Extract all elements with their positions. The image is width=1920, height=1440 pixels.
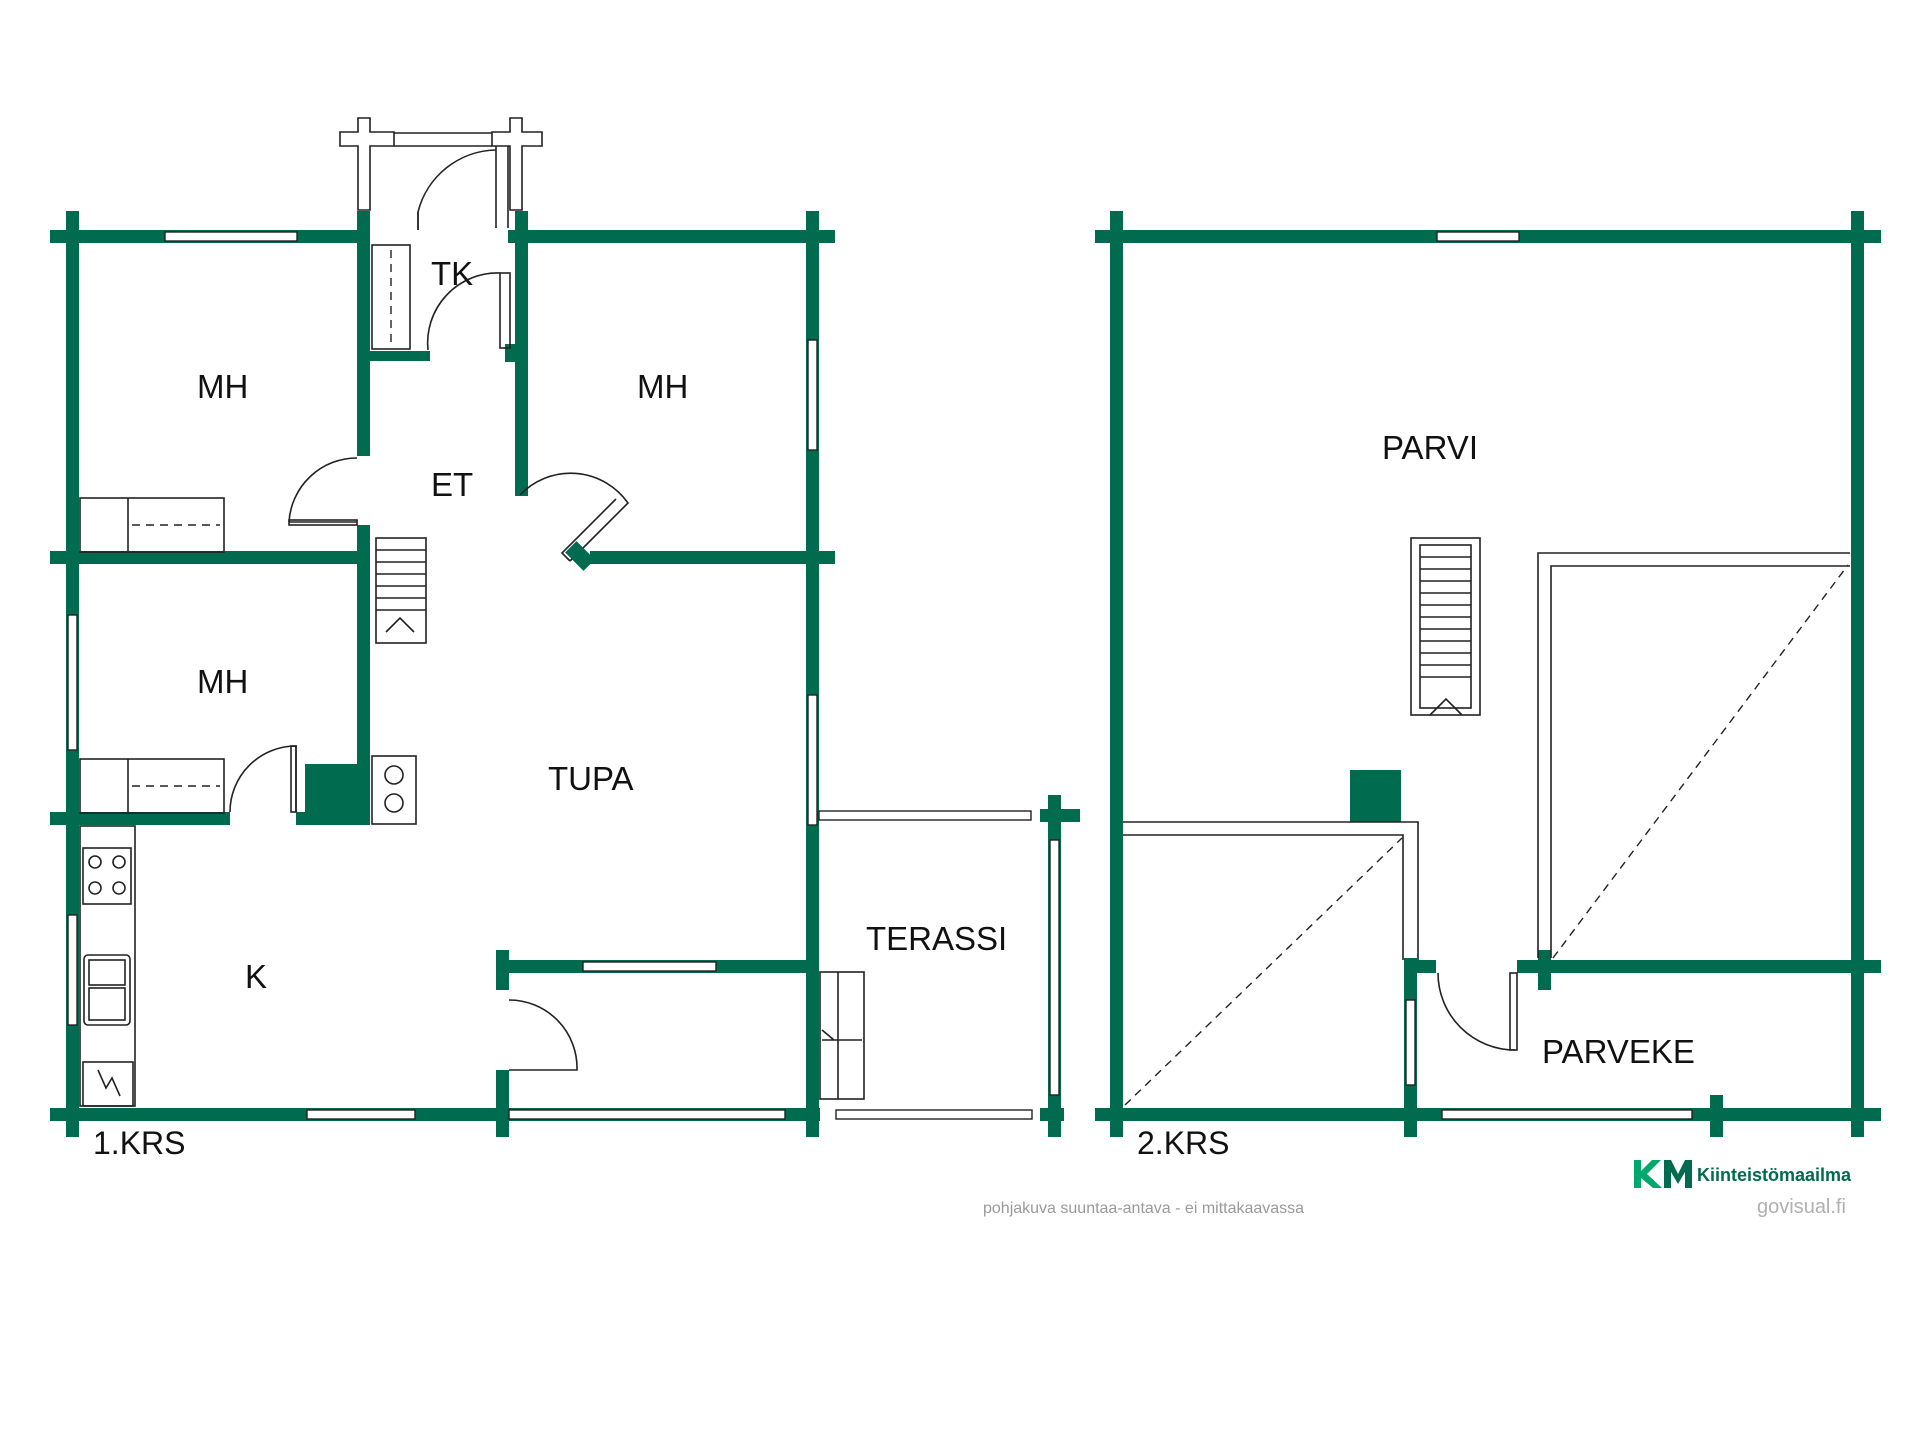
room-label-parveke: PARVEKE bbox=[1542, 1033, 1695, 1070]
km-logo-icon bbox=[1664, 1160, 1692, 1188]
window bbox=[807, 694, 818, 826]
wall bbox=[1851, 211, 1864, 1137]
door-swing bbox=[426, 272, 511, 351]
closet bbox=[371, 244, 411, 350]
disclaimer-note: pohjakuva suuntaa-antava - ei mittakaava… bbox=[983, 1200, 1304, 1217]
floor-label-2: 2.KRS bbox=[1137, 1125, 1229, 1161]
window bbox=[67, 914, 78, 1026]
stove-icon bbox=[371, 755, 417, 825]
terrace-railing bbox=[818, 810, 1032, 821]
bed bbox=[79, 497, 225, 553]
kitchen-counter bbox=[79, 825, 136, 1107]
floor-1-plan bbox=[50, 117, 1080, 1137]
wall bbox=[370, 351, 430, 361]
wall bbox=[50, 551, 70, 564]
door-swing bbox=[508, 999, 578, 1071]
room-label-mh: MH bbox=[197, 663, 248, 700]
room-label-k: K bbox=[245, 958, 267, 995]
wall bbox=[505, 344, 515, 362]
opening bbox=[508, 1109, 786, 1120]
room-label-parvi: PARVI bbox=[1382, 429, 1478, 466]
bed bbox=[79, 758, 225, 814]
window bbox=[582, 961, 717, 972]
wall bbox=[496, 1070, 509, 1110]
window bbox=[67, 614, 78, 751]
fireplace bbox=[305, 764, 370, 825]
terrace-railing bbox=[1049, 839, 1060, 1096]
wall bbox=[515, 231, 528, 496]
bench bbox=[819, 971, 865, 1100]
wall bbox=[565, 541, 595, 571]
room-label-terassi: TERASSI bbox=[866, 920, 1007, 957]
room-label-mh: MH bbox=[197, 368, 248, 405]
window bbox=[807, 339, 818, 451]
wall bbox=[66, 1121, 79, 1137]
wall bbox=[72, 812, 230, 825]
window bbox=[1436, 231, 1520, 242]
floor-label-1: 1.KRS bbox=[93, 1125, 185, 1161]
wall bbox=[66, 211, 79, 231]
open-void bbox=[1537, 552, 1850, 959]
wall bbox=[815, 551, 835, 564]
entrance-porch bbox=[339, 117, 543, 230]
door-swing bbox=[519, 472, 630, 562]
terrace-railing bbox=[835, 1109, 1033, 1120]
room-label-mh: MH bbox=[637, 368, 688, 405]
room-label-tupa: TUPA bbox=[548, 760, 634, 797]
wall bbox=[357, 525, 370, 825]
window bbox=[306, 1109, 416, 1120]
wall bbox=[496, 950, 509, 990]
wall bbox=[786, 1108, 816, 1121]
wall bbox=[1404, 960, 1436, 973]
staircase bbox=[1410, 537, 1481, 716]
brand-logo bbox=[1634, 1160, 1692, 1188]
site-url: govisual.fi bbox=[1757, 1196, 1846, 1218]
wall bbox=[357, 211, 370, 231]
wall bbox=[590, 551, 815, 564]
wall bbox=[1040, 809, 1080, 822]
room-label-tk: TK bbox=[431, 255, 473, 292]
chimney bbox=[1350, 770, 1401, 822]
wall bbox=[1538, 950, 1551, 990]
brand-name: Kiinteistömaailma bbox=[1697, 1165, 1852, 1185]
wall bbox=[508, 230, 835, 243]
floor-2-plan bbox=[1095, 211, 1881, 1137]
wall bbox=[50, 812, 70, 825]
wall bbox=[72, 551, 362, 564]
window bbox=[1441, 1109, 1693, 1120]
staircase bbox=[375, 537, 427, 644]
wall bbox=[1110, 211, 1123, 1137]
wall bbox=[806, 1121, 819, 1137]
window bbox=[164, 231, 298, 242]
open-void bbox=[1123, 821, 1419, 1106]
km-logo-icon bbox=[1634, 1160, 1662, 1188]
wall bbox=[357, 231, 370, 456]
door-swing bbox=[288, 457, 358, 526]
door-swing bbox=[1437, 972, 1518, 1051]
window bbox=[1405, 999, 1416, 1086]
room-label-et: ET bbox=[431, 466, 473, 503]
wall bbox=[1517, 960, 1881, 973]
wall bbox=[1040, 1108, 1064, 1121]
door-swing bbox=[229, 745, 297, 813]
wall bbox=[1710, 1095, 1723, 1137]
